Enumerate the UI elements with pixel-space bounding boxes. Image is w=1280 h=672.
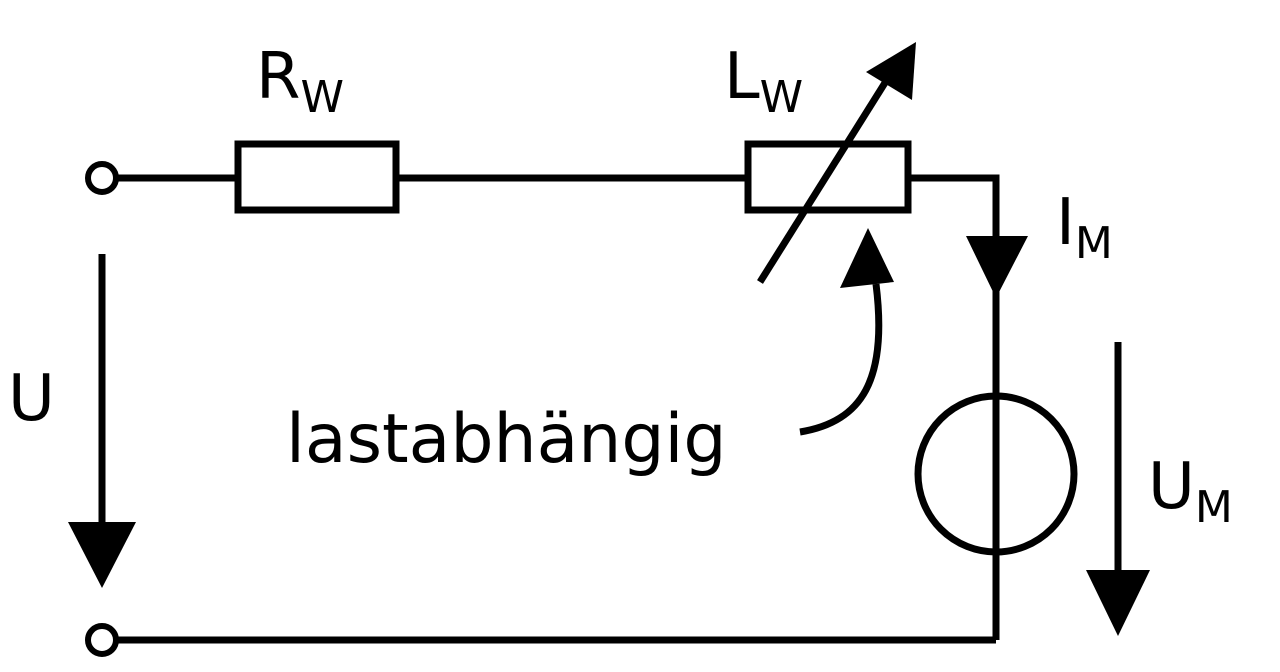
resistor-symbol: R — [256, 40, 300, 114]
motor-voltage-symbol: U — [1148, 450, 1195, 524]
annotation-leader-head — [840, 228, 894, 288]
variable-arrow-head — [866, 42, 916, 100]
motor-voltage-label: UM — [1148, 450, 1233, 533]
inductor-subscript: W — [760, 72, 804, 123]
current-symbol: I — [1056, 186, 1075, 260]
top-wire-right — [908, 174, 1000, 240]
resistor-label: RW — [256, 40, 344, 123]
annotation-text: lastabhängig — [286, 400, 727, 479]
supply-voltage-label: U — [8, 362, 55, 436]
motor-voltage-subscript: M — [1195, 482, 1233, 533]
inductor-label: LW — [724, 40, 803, 123]
inductor-lw — [744, 140, 912, 214]
variable-arrow-line — [757, 76, 891, 284]
annotation-leader-line — [799, 283, 883, 436]
resistor-rw — [234, 140, 400, 214]
input-terminal-top — [85, 161, 119, 195]
resistor-subscript: W — [300, 72, 344, 123]
current-subscript: M — [1075, 218, 1113, 269]
input-terminal-bottom — [85, 623, 119, 657]
motor-voltage-arrow-head — [1086, 570, 1150, 636]
inductor-symbol: L — [724, 40, 760, 114]
current-arrow-head — [966, 236, 1028, 298]
current-label: IM — [1056, 186, 1113, 269]
supply-voltage-arrow-head — [68, 522, 136, 588]
